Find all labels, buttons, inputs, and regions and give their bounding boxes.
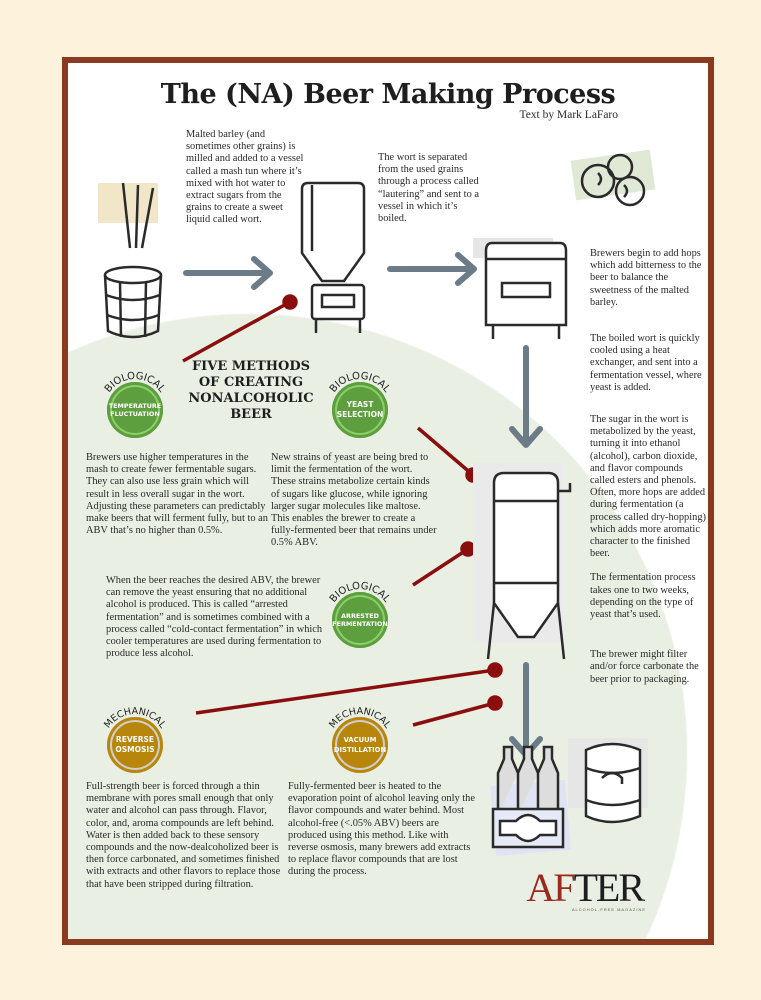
- mash-tun-icon: [300, 181, 366, 333]
- after-logo: AFTER ALCOHOL-FREE MAGAZINE: [526, 865, 647, 912]
- method-name: Reverse Osmosis: [113, 723, 157, 767]
- category-arc-label: BIOLOGICAL: [328, 581, 393, 605]
- connector-line: [412, 547, 469, 587]
- barley-barrel-icon: [98, 182, 163, 339]
- svg-text:BIOLOGICAL: BIOLOGICAL: [328, 581, 393, 605]
- arrow-down-icon: [509, 662, 543, 758]
- connector-dot: [282, 294, 298, 310]
- boil-kettle-icon: [473, 238, 568, 339]
- method-yeast-text: New strains of yeast are being bred to l…: [271, 452, 437, 549]
- badge-arrested-fermentation: Arrested Fermentation BIOLOGICAL: [310, 562, 410, 652]
- method-name: Temperature Fluctuation: [109, 388, 161, 432]
- method-arrested-text: When the beer reaches the desired ABV, t…: [106, 575, 323, 660]
- badge-reverse-osmosis: Reverse Osmosis MECHANICAL: [85, 687, 185, 777]
- svg-text:MECHANICAL: MECHANICAL: [327, 706, 393, 731]
- svg-text:BIOLOGICAL: BIOLOGICAL: [103, 371, 168, 395]
- step-hops-text: Brewers begin to add hops which add bitt…: [590, 248, 702, 308]
- category-arc-label: BIOLOGICAL: [103, 371, 168, 395]
- svg-text:AFTER: AFTER: [526, 865, 645, 910]
- fermenter-icon: [473, 463, 572, 660]
- category-arc-label: BIOLOGICAL: [328, 371, 393, 395]
- method-reverse-osmosis-text: Full-strength beer is forced through a t…: [86, 781, 281, 890]
- step-ferment-text: The sugar in the wort is metabolized by …: [590, 414, 706, 560]
- svg-text:MECHANICAL: MECHANICAL: [102, 706, 168, 731]
- step-package-text: The brewer might filter and/or force car…: [590, 649, 699, 685]
- infographic-frame: AFTER ALCOHOL-FREE MAGAZINE The (NA) Bee…: [62, 57, 714, 945]
- svg-text:ALCOHOL-FREE MAGAZINE: ALCOHOL-FREE MAGAZINE: [572, 907, 646, 912]
- arrow-down-icon: [509, 345, 543, 448]
- method-name: Yeast Selection: [337, 388, 383, 432]
- step-mash-text: Malted barley (and sometimes other grain…: [186, 129, 304, 226]
- badge-yeast-selection: Yeast Selection BIOLOGICAL: [310, 352, 410, 442]
- badge-vacuum-distillation: Vacuum Distillation MECHANICAL: [310, 687, 410, 777]
- hops-icon: [570, 149, 656, 207]
- diagram-graphics: AFTER ALCOHOL-FREE MAGAZINE: [98, 149, 656, 912]
- method-name: Arrested Fermentation: [332, 598, 388, 642]
- category-arc-label: MECHANICAL: [102, 706, 168, 731]
- methods-heading: FIVE METHODS OF CREATING NONALCOHOLIC BE…: [188, 359, 314, 422]
- process-steps-column: Brewers begin to add hops which add bitt…: [590, 248, 707, 686]
- method-vacuum-text: Fully-fermented beer is heated to the ev…: [288, 781, 475, 878]
- category-arc-label: MECHANICAL: [327, 706, 393, 731]
- six-pack-icon: [490, 745, 571, 857]
- step-duration-text: The fermentation process takes one to tw…: [590, 572, 696, 621]
- step-cool-text: The boiled wort is quickly cooled using …: [590, 333, 702, 393]
- connector-line: [416, 426, 475, 477]
- keg-icon: [568, 738, 648, 824]
- method-name: Vacuum Distillation: [334, 723, 386, 767]
- method-temperature-text: Brewers use higher temperatures in the m…: [86, 452, 268, 537]
- badge-temperature-fluctuation: Temperature Fluctuation BIOLOGICAL: [85, 352, 185, 442]
- connector-line: [182, 300, 291, 363]
- byline: Text by Mark LaFaro: [519, 109, 618, 121]
- arrow-right-icon: [387, 252, 477, 286]
- connector-line: [412, 701, 496, 727]
- connector-dot: [487, 662, 503, 678]
- connector-line: [195, 668, 496, 715]
- arrow-right-icon: [183, 256, 273, 290]
- page-title: The (NA) Beer Making Process: [160, 79, 616, 110]
- connector-dot: [487, 695, 503, 711]
- connector-dot: [460, 541, 476, 557]
- svg-text:BIOLOGICAL: BIOLOGICAL: [328, 371, 393, 395]
- step-lauter-text: The wort is separated from the used grai…: [378, 152, 479, 225]
